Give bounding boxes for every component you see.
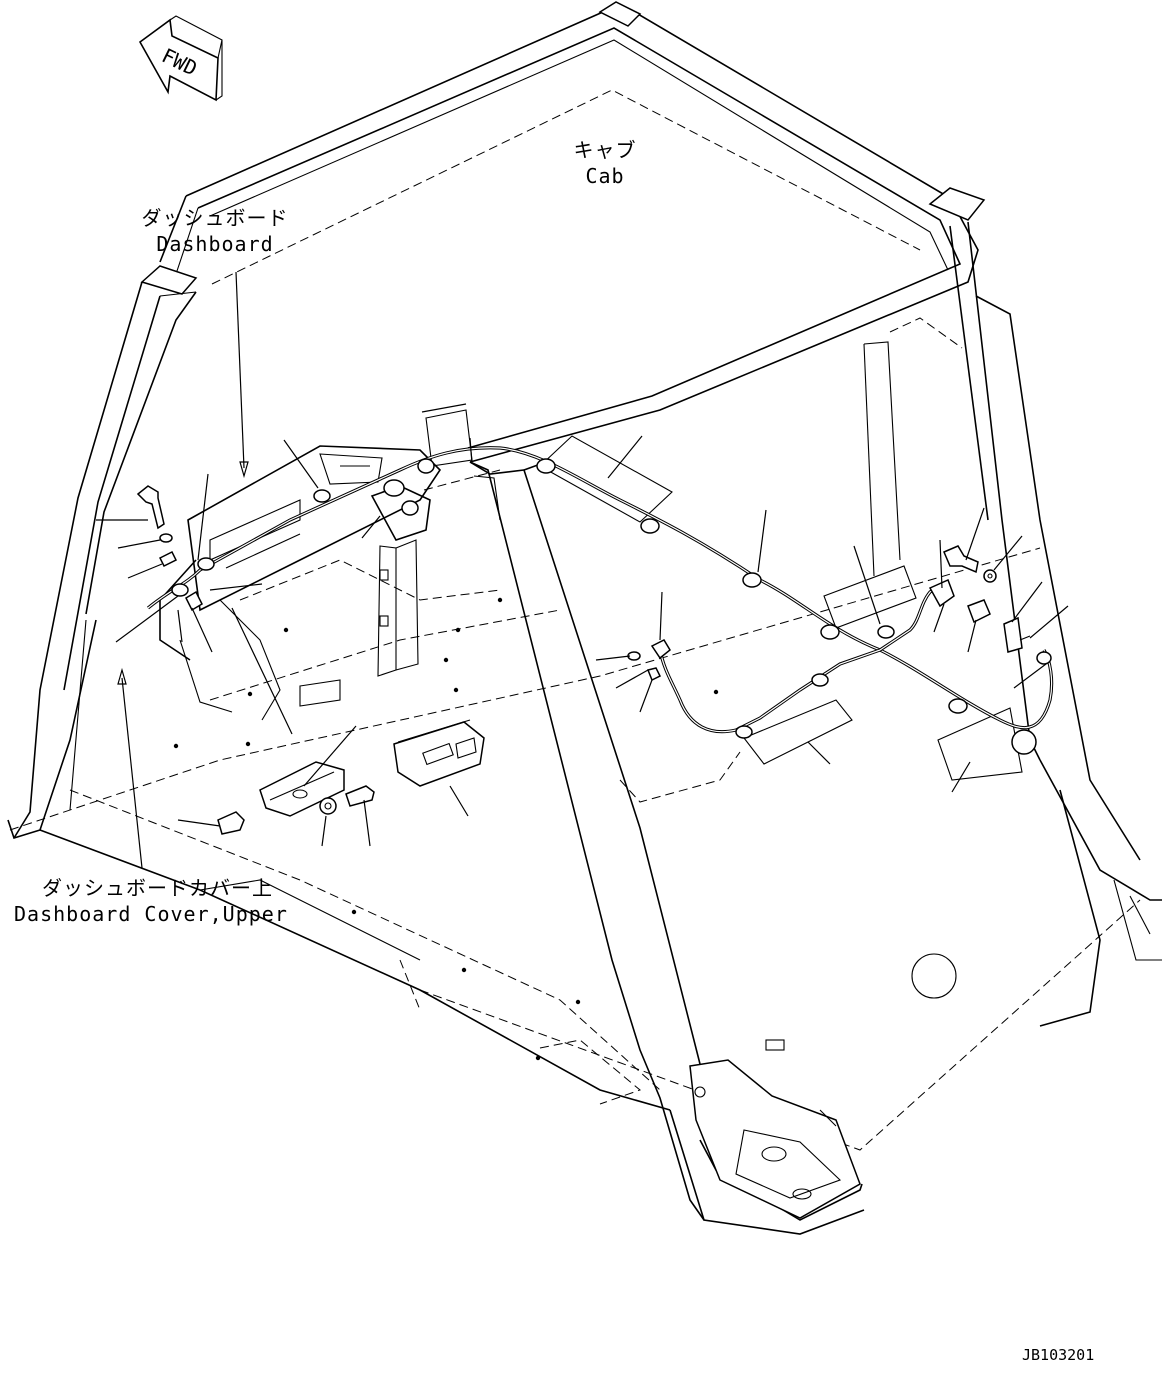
dashboard-label-jp: ダッシュボード	[141, 206, 289, 230]
fwd-label: FWD	[158, 43, 201, 80]
wiring-harness	[146, 437, 1054, 755]
dashboard-cover-upper-label-en: Dashboard Cover,Upper	[14, 902, 288, 926]
dashboard	[159, 445, 561, 721]
dashboard-cover-upper-label-jp: ダッシュボードカバー上	[42, 876, 273, 900]
center-connectors	[627, 639, 671, 682]
right-hardware	[928, 545, 1031, 653]
floor-bolt-holes	[173, 597, 719, 1061]
cab-label-jp: キャブ	[573, 138, 637, 162]
fwd-arrow-icon: FWD	[138, 15, 223, 102]
left-hardware	[136, 485, 203, 612]
radio-and-bracket	[217, 719, 485, 835]
cab-label-en: Cab	[585, 164, 625, 188]
tag-plates	[425, 409, 1023, 781]
leader-lines	[96, 271, 1069, 869]
dashboard-label-en: Dashboard	[156, 232, 274, 256]
figure-code: JB103201	[1022, 1346, 1095, 1364]
